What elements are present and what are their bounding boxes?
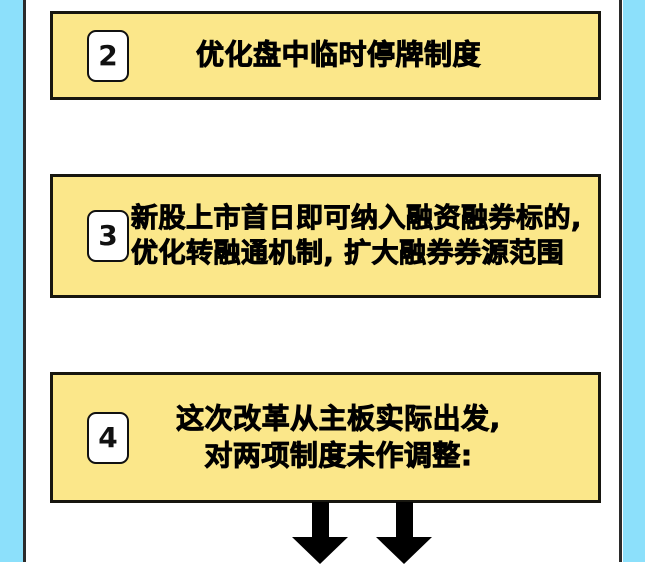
left-blue-band	[0, 0, 23, 562]
left-frame-rule	[23, 0, 26, 562]
info-card-2: 2 优化盘中临时停牌制度	[50, 11, 601, 100]
down-arrow-left-shaft	[312, 502, 329, 539]
down-arrow-right-head	[376, 537, 432, 564]
step-number-badge-3: 3	[87, 210, 129, 262]
info-card-3-text: 新股上市首日即可纳入融资融券标的, 优化转融通机制, 扩大融券券源范围	[53, 201, 598, 271]
info-card-3: 3 新股上市首日即可纳入融资融券标的, 优化转融通机制, 扩大融券券源范围	[50, 174, 601, 298]
info-card-3-line-1: 新股上市首日即可纳入融资融券标的,	[131, 202, 582, 234]
info-card-2-text: 优化盘中临时停牌制度	[53, 37, 598, 73]
info-card-4-line-2: 对两项制度未作调整:	[204, 438, 473, 472]
right-frame-rule	[619, 0, 622, 562]
down-arrow-right-icon	[376, 502, 432, 564]
right-blue-band	[623, 0, 645, 562]
info-card-2-line-1: 优化盘中临时停牌制度	[195, 38, 481, 72]
info-card-3-line-2: 优化转融通机制, 扩大融券券源范围	[131, 238, 565, 270]
info-card-4-line-1: 这次改革从主板实际出发,	[176, 402, 501, 436]
down-arrow-left-head	[292, 537, 348, 564]
down-arrow-left-icon	[292, 502, 348, 564]
info-card-4: 4 这次改革从主板实际出发, 对两项制度未作调整:	[50, 372, 601, 503]
info-card-4-text: 这次改革从主板实际出发, 对两项制度未作调整:	[53, 401, 598, 474]
down-arrow-right-shaft	[396, 502, 413, 539]
infographic-content: 2 优化盘中临时停牌制度 3 新股上市首日即可纳入融资融券标的, 优化转融通机制…	[26, 0, 619, 564]
step-number-badge-2: 2	[87, 29, 129, 82]
step-number-badge-4: 4	[87, 411, 129, 464]
